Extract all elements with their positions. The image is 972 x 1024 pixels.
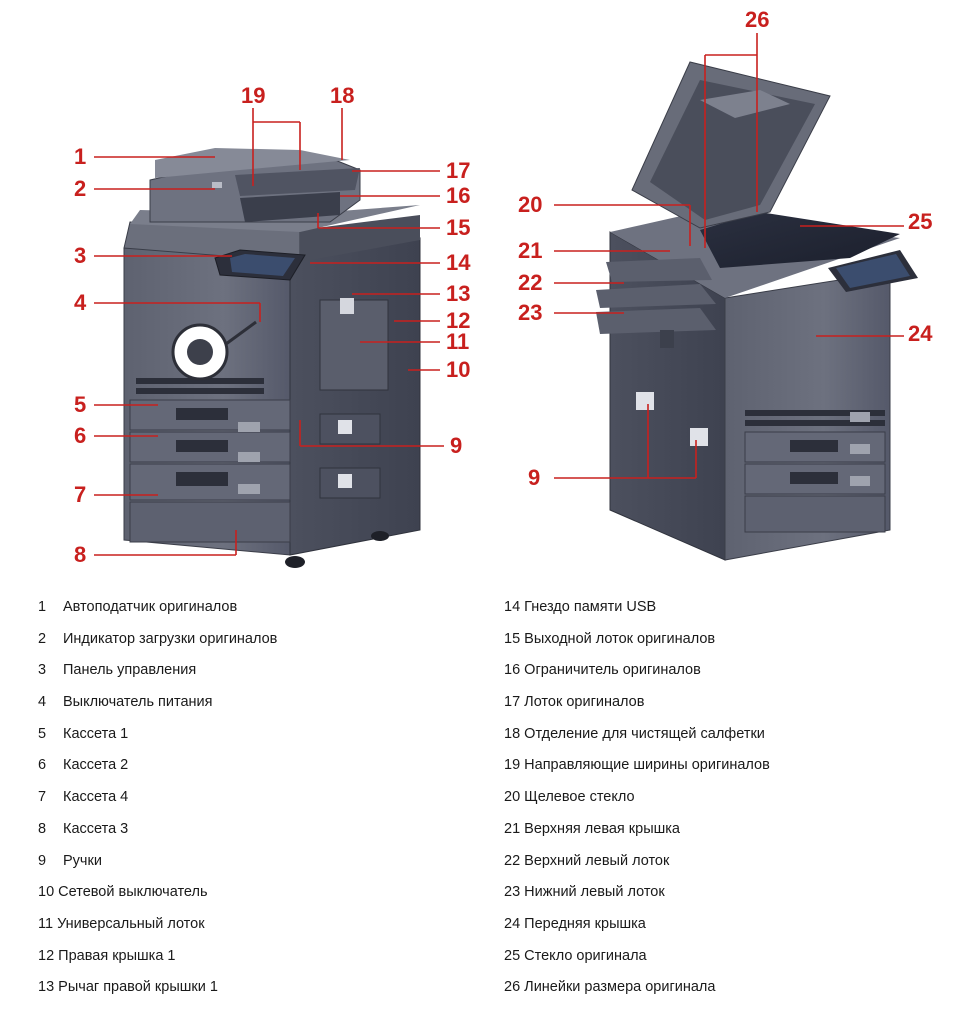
legend-item: 10 Сетевой выключатель	[38, 884, 208, 901]
callout-23: 23	[518, 300, 542, 325]
callout-2: 2	[74, 176, 86, 201]
callout-7: 7	[74, 482, 86, 507]
legend-item: 11 Универсальный лоток	[38, 915, 205, 932]
legend-item: 13 Рычаг правой крышки 1	[38, 979, 218, 996]
callout-13: 13	[446, 281, 470, 306]
callout-3: 3	[74, 243, 86, 268]
callout-10: 10	[446, 357, 470, 382]
callout-9: 9	[450, 433, 462, 458]
legend-item: 26 Линейки размера оригинала	[504, 979, 716, 996]
callout-6: 6	[74, 423, 86, 448]
rear-callouts: 26 20 21 22 23 24 25 9	[518, 7, 933, 490]
callout-8: 8	[74, 542, 86, 567]
callout-19: 19	[241, 83, 265, 108]
callout-11: 11	[446, 329, 469, 354]
legend-item: 25 Стекло оригинала	[504, 947, 647, 964]
legend-item: 16 Ограничитель оригиналов	[504, 662, 701, 679]
callout-5: 5	[74, 392, 86, 417]
callout-12: 12	[446, 308, 470, 333]
printer-front-view	[123, 148, 421, 568]
callout-4: 4	[74, 290, 87, 315]
legend-item: 19 Направляющие ширины оригиналов	[504, 757, 770, 774]
callout-14: 14	[446, 250, 471, 275]
legend-item: 18 Отделение для чистящей салфетки	[504, 725, 765, 742]
callout-18: 18	[330, 83, 354, 108]
legend-item: 17 Лоток оригиналов	[504, 694, 645, 711]
legend-right-column: 14 Гнездо памяти USB 15 Выходной лоток о…	[504, 598, 944, 1010]
legend-item: 23 Нижний левый лоток	[504, 884, 665, 901]
callout-25: 25	[908, 209, 932, 234]
callout-21: 21	[518, 238, 542, 263]
callout-1: 1	[74, 144, 86, 169]
printer-diagram: 1 2 3 4 5 6 7 8 9 10 11 12 13 14 15 16	[74, 7, 933, 568]
legend-item: 14 Гнездо памяти USB	[504, 599, 657, 615]
callout-24: 24	[908, 321, 933, 346]
callout-22: 22	[518, 270, 542, 295]
legend-item: 15 Выходной лоток оригиналов	[504, 630, 716, 647]
legend-item: 20 Щелевое стекло	[504, 789, 635, 806]
callout-15: 15	[446, 215, 470, 240]
legend-item: 21 Верхняя левая крышка	[504, 820, 680, 837]
legend-item: 12 Правая крышка 1	[38, 947, 176, 964]
callout-16: 16	[446, 183, 470, 208]
callout-17: 17	[446, 158, 470, 183]
front-callouts: 1 2 3 4 5 6 7 8 9 10 11 12 13 14 15 16	[74, 83, 471, 567]
callout-26: 26	[745, 7, 769, 32]
callout-20: 20	[518, 192, 542, 217]
callout-9-rear: 9	[528, 465, 540, 490]
legend-item: 22 Верхний левый лоток	[504, 852, 670, 869]
legend-item: 24 Передняя крышка	[504, 915, 646, 932]
